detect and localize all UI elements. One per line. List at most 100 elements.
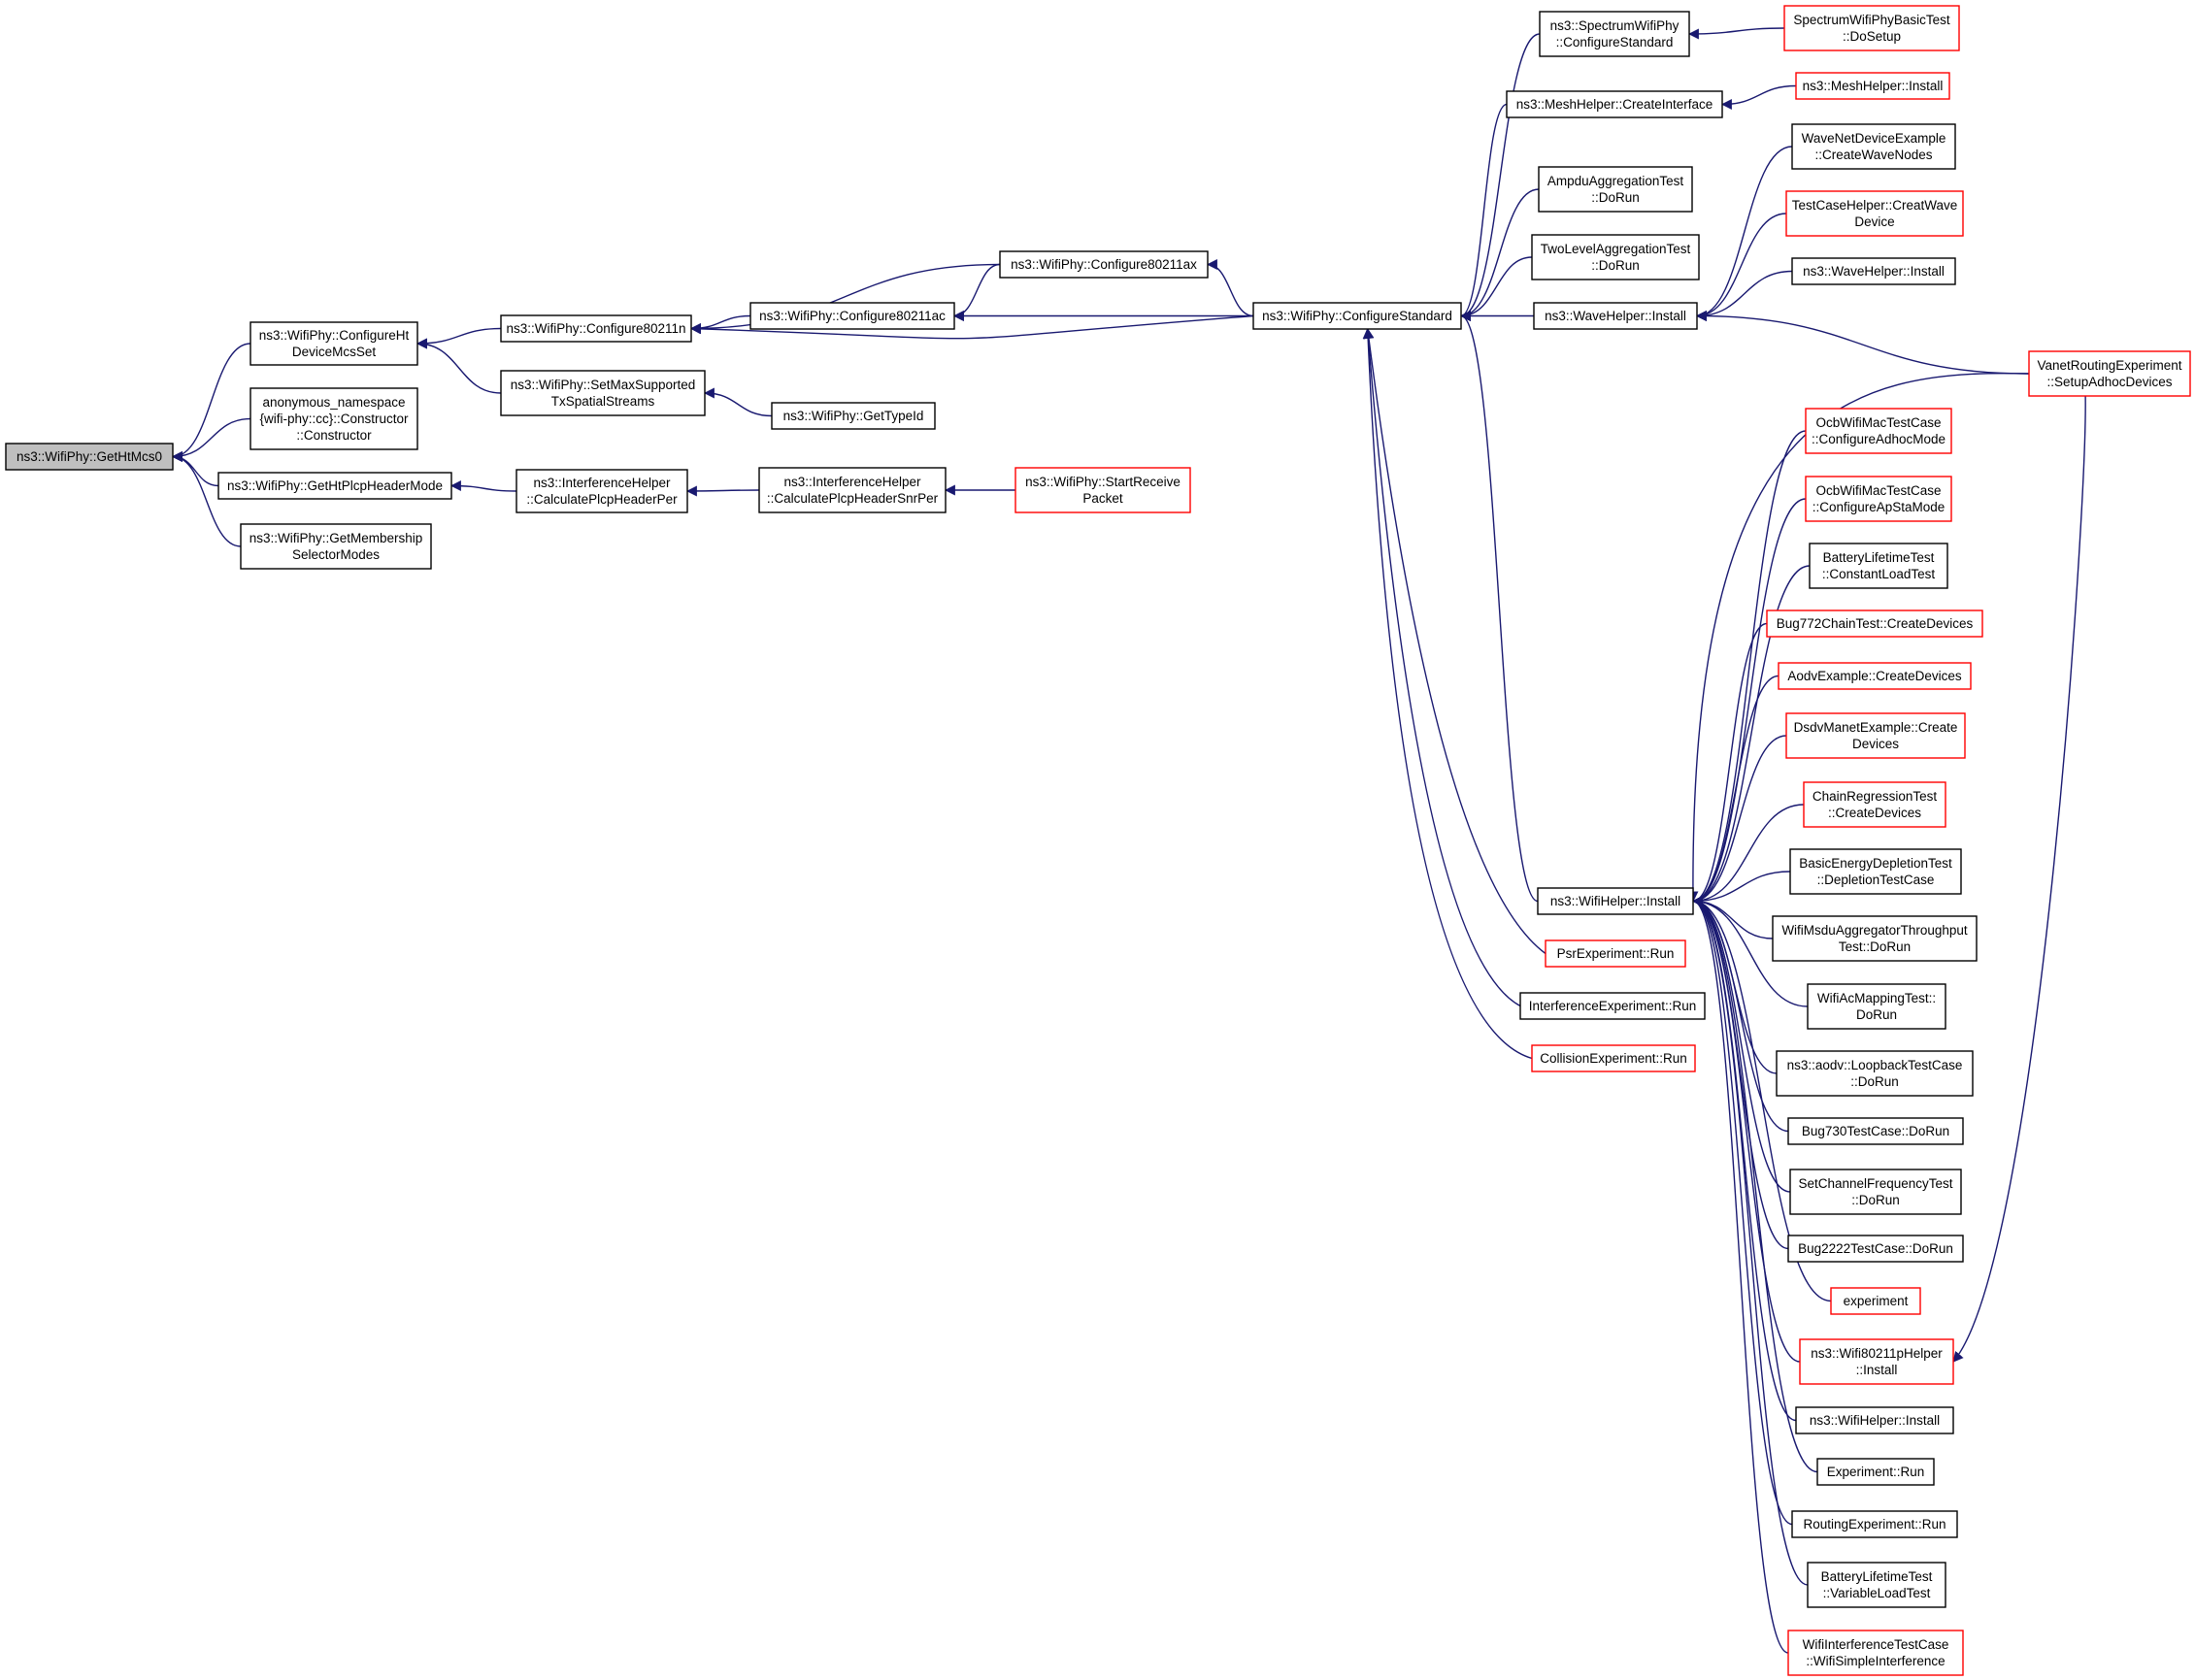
node-wifihelper2[interactable]: ns3::WifiHelper::Install — [1795, 1406, 1954, 1434]
node-label: Experiment::Run — [1827, 1465, 1925, 1479]
node-box — [515, 469, 688, 513]
node-bug772[interactable]: Bug772ChainTest::CreateDevices — [1766, 609, 1983, 638]
node-bug2222[interactable]: Bug2222TestCase::DoRun — [1787, 1235, 1964, 1263]
node-basicenergy[interactable]: BasicEnergyDepletionTest::DepletionTestC… — [1789, 848, 1962, 895]
node-box — [1519, 992, 1706, 1020]
node-specbasic[interactable]: SpectrumWifiPhyBasicTest::DoSetup — [1783, 5, 1960, 51]
node-label: ::CreateWaveNodes — [1814, 148, 1932, 162]
node-box — [500, 370, 706, 416]
edge-specphy-to-cfgstd — [1459, 33, 1541, 321]
node-label: Test::DoRun — [1839, 939, 1911, 954]
node-ocbadhoc[interactable]: OcbWifiMacTestCase::ConfigureAdhocMode — [1805, 408, 1952, 454]
node-box — [1252, 302, 1462, 330]
node-label: anonymous_namespace — [262, 395, 405, 410]
node-acmap[interactable]: WifiAcMappingTest::DoRun — [1807, 983, 1946, 1030]
node-label: ChainRegressionTest — [1813, 789, 1938, 804]
node-bug730[interactable]: Bug730TestCase::DoRun — [1787, 1117, 1964, 1145]
nodes-layer: ns3::WifiPhy::GetHtMcs0 ns3::WifiPhy::Con… — [5, 5, 2191, 1676]
node-root: ns3::WifiPhy::GetHtMcs0 — [5, 443, 174, 471]
node-box — [240, 523, 432, 570]
edge-wifiinst-to-cfgstd — [1459, 311, 1539, 903]
edge-setmax-to-cfght — [416, 338, 502, 394]
node-interexp[interactable]: InterferenceExperiment::Run — [1519, 992, 1706, 1020]
node-collision[interactable]: CollisionExperiment::Run — [1531, 1044, 1696, 1072]
node-meshinst[interactable]: ns3::MeshHelper::Install — [1795, 72, 1950, 100]
node-aodvex[interactable]: AodvExample::CreateDevices — [1778, 662, 1972, 690]
node-label: ::SetupAdhocDevices — [2046, 375, 2172, 389]
node-cfg11n[interactable]: ns3::WifiPhy::Configure80211n — [500, 314, 692, 343]
node-ihsnr[interactable]: ns3::InterferenceHelper::CalculatePlcpHe… — [758, 467, 947, 513]
edge-dsdv-to-wifiinst — [1691, 735, 1787, 906]
node-aodvloop[interactable]: ns3::aodv::LoopbackTestCase::DoRun — [1776, 1050, 1974, 1097]
node-wifiinst[interactable]: ns3::WifiHelper::Install — [1537, 887, 1694, 915]
edge-aodvex-to-wifiinst — [1691, 675, 1779, 906]
edge-experiment-to-wifiinst — [1691, 896, 1832, 1302]
edge-wifiinterf-to-wifiinst — [1691, 896, 1789, 1654]
node-label: ns3::WifiPhy::GetMembership — [249, 531, 423, 545]
node-label: WifiAcMappingTest:: — [1817, 991, 1936, 1005]
node-label: ns3::WifiPhy::ConfigureHt — [259, 328, 410, 343]
node-label: ::DoRun — [1850, 1074, 1899, 1089]
node-setchan[interactable]: SetChannelFrequencyTest::DoRun — [1789, 1169, 1962, 1215]
node-box — [1807, 1562, 1946, 1608]
edge-cfg11n-to-cfght — [416, 327, 502, 349]
node-box — [1795, 1406, 1954, 1434]
node-battconst[interactable]: BatteryLifetimeTest::ConstantLoadTest — [1809, 543, 1948, 589]
node-wavenet[interactable]: WaveNetDeviceExample::CreateWaveNodes — [1791, 123, 1956, 170]
node-box — [1776, 1050, 1974, 1097]
node-label: ns3::WifiPhy::GetHtMcs0 — [17, 449, 162, 464]
node-routing[interactable]: RoutingExperiment::Run — [1791, 1510, 1958, 1538]
node-ihper[interactable]: ns3::InterferenceHelper::CalculatePlcpHe… — [515, 469, 688, 513]
edge-interexp-to-cfgstd — [1363, 327, 1521, 1007]
node-label: ::DepletionTestCase — [1817, 873, 1935, 887]
node-meshci[interactable]: ns3::MeshHelper::CreateInterface — [1506, 90, 1723, 118]
edge-gettypeid-to-setmax — [703, 387, 773, 417]
node-ocbapsta[interactable]: OcbWifiMacTestCase::ConfigureApStaMode — [1805, 476, 1952, 522]
node-label: OcbWifiMacTestCase — [1815, 483, 1941, 498]
edge-cfg11ax-to-cfg11n — [689, 263, 1001, 334]
node-twolevel[interactable]: TwoLevelAggregationTest::DoRun — [1531, 234, 1700, 280]
node-label: BasicEnergyDepletionTest — [1799, 856, 1952, 871]
node-box — [249, 387, 418, 450]
node-cfgstd[interactable]: ns3::WifiPhy::ConfigureStandard — [1252, 302, 1462, 330]
node-exprun[interactable]: Experiment::Run — [1816, 1458, 1935, 1486]
node-psr[interactable]: PsrExperiment::Run — [1545, 939, 1686, 968]
node-box — [1783, 5, 1960, 51]
node-box — [1789, 1169, 1962, 1215]
node-cfg11ax[interactable]: ns3::WifiPhy::Configure80211ax — [999, 250, 1209, 279]
node-battvar[interactable]: BatteryLifetimeTest::VariableLoadTest — [1807, 1562, 1946, 1608]
node-ampdu[interactable]: AmpduAggregationTest::DoRun — [1538, 166, 1693, 213]
node-label: CollisionExperiment::Run — [1540, 1051, 1687, 1066]
node-vanet[interactable]: VanetRoutingExperiment::SetupAdhocDevice… — [2028, 350, 2191, 397]
node-label: ns3::WifiHelper::Install — [1550, 894, 1680, 908]
node-80211p[interactable]: ns3::Wifi80211pHelper::Install — [1799, 1338, 1954, 1385]
edge-getmember-to-root — [171, 451, 242, 547]
node-gethtplcp[interactable]: ns3::WifiPhy::GetHtPlcpHeaderMode — [217, 472, 452, 500]
node-chainreg[interactable]: ChainRegressionTest::CreateDevices — [1803, 781, 1946, 828]
node-cfg11ac[interactable]: ns3::WifiPhy::Configure80211ac — [749, 302, 955, 330]
node-label: ::Constructor — [296, 428, 372, 443]
node-label: SetChannelFrequencyTest — [1798, 1176, 1952, 1191]
node-gettypeid[interactable]: ns3::WifiPhy::GetTypeId — [771, 402, 936, 430]
node-experiment[interactable]: experiment — [1830, 1287, 1921, 1315]
node-waveinst[interactable]: ns3::WaveHelper::Install — [1533, 302, 1698, 330]
node-box — [1791, 123, 1956, 170]
node-anon[interactable]: anonymous_namespace{wifi-phy::cc}::Const… — [249, 387, 418, 450]
node-label: OcbWifiMacTestCase — [1815, 415, 1941, 430]
edge-chainreg-to-wifiinst — [1691, 804, 1805, 906]
node-label: ::DoRun — [1851, 1193, 1900, 1207]
node-specphy[interactable]: ns3::SpectrumWifiPhy::ConfigureStandard — [1539, 11, 1690, 57]
edge-ocbadhoc-to-wifiinst — [1691, 430, 1807, 906]
node-label: Devices — [1852, 737, 1899, 751]
node-dsdv[interactable]: DsdvManetExample::CreateDevices — [1785, 712, 1966, 759]
edge-bug772-to-wifiinst — [1691, 622, 1768, 906]
node-wavehelperinst[interactable]: ns3::WaveHelper::Install — [1791, 257, 1956, 285]
node-label: ns3::WaveHelper::Install — [1545, 309, 1686, 323]
node-wifiinterf[interactable]: WifiInterferenceTestCase::WifiSimpleInte… — [1787, 1630, 1964, 1676]
node-setmax[interactable]: ns3::WifiPhy::SetMaxSupportedTxSpatialSt… — [500, 370, 706, 416]
